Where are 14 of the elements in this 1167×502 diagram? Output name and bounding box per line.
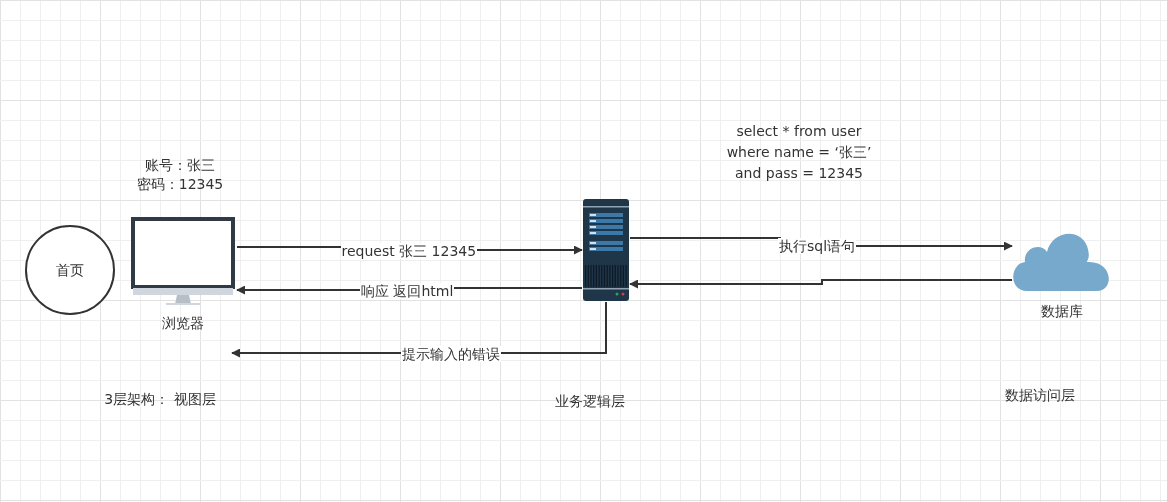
layer-label: 数据访问层	[1004, 386, 1076, 405]
edge-label: request 张三 12345	[340, 243, 478, 259]
edge-label: 执行sql语句	[778, 238, 857, 254]
arrow	[629, 279, 1013, 289]
layer-label: 业务逻辑层	[554, 392, 626, 411]
icon-caption: 数据库	[1040, 302, 1084, 321]
page-circle: 首页	[25, 225, 115, 315]
icon-caption: 浏览器	[161, 314, 205, 333]
sql-text: select * from user where name = ‘张三’ and pass = 12345	[725, 122, 873, 183]
layer-label: 3层架构： 视图层	[103, 390, 217, 409]
credentials-text: 账号：张三	[144, 156, 216, 175]
credentials-text: 密码：12345	[135, 175, 225, 194]
edge-label: 响应 返回html	[360, 283, 455, 299]
edge-label: 提示输入的错误	[401, 346, 501, 362]
